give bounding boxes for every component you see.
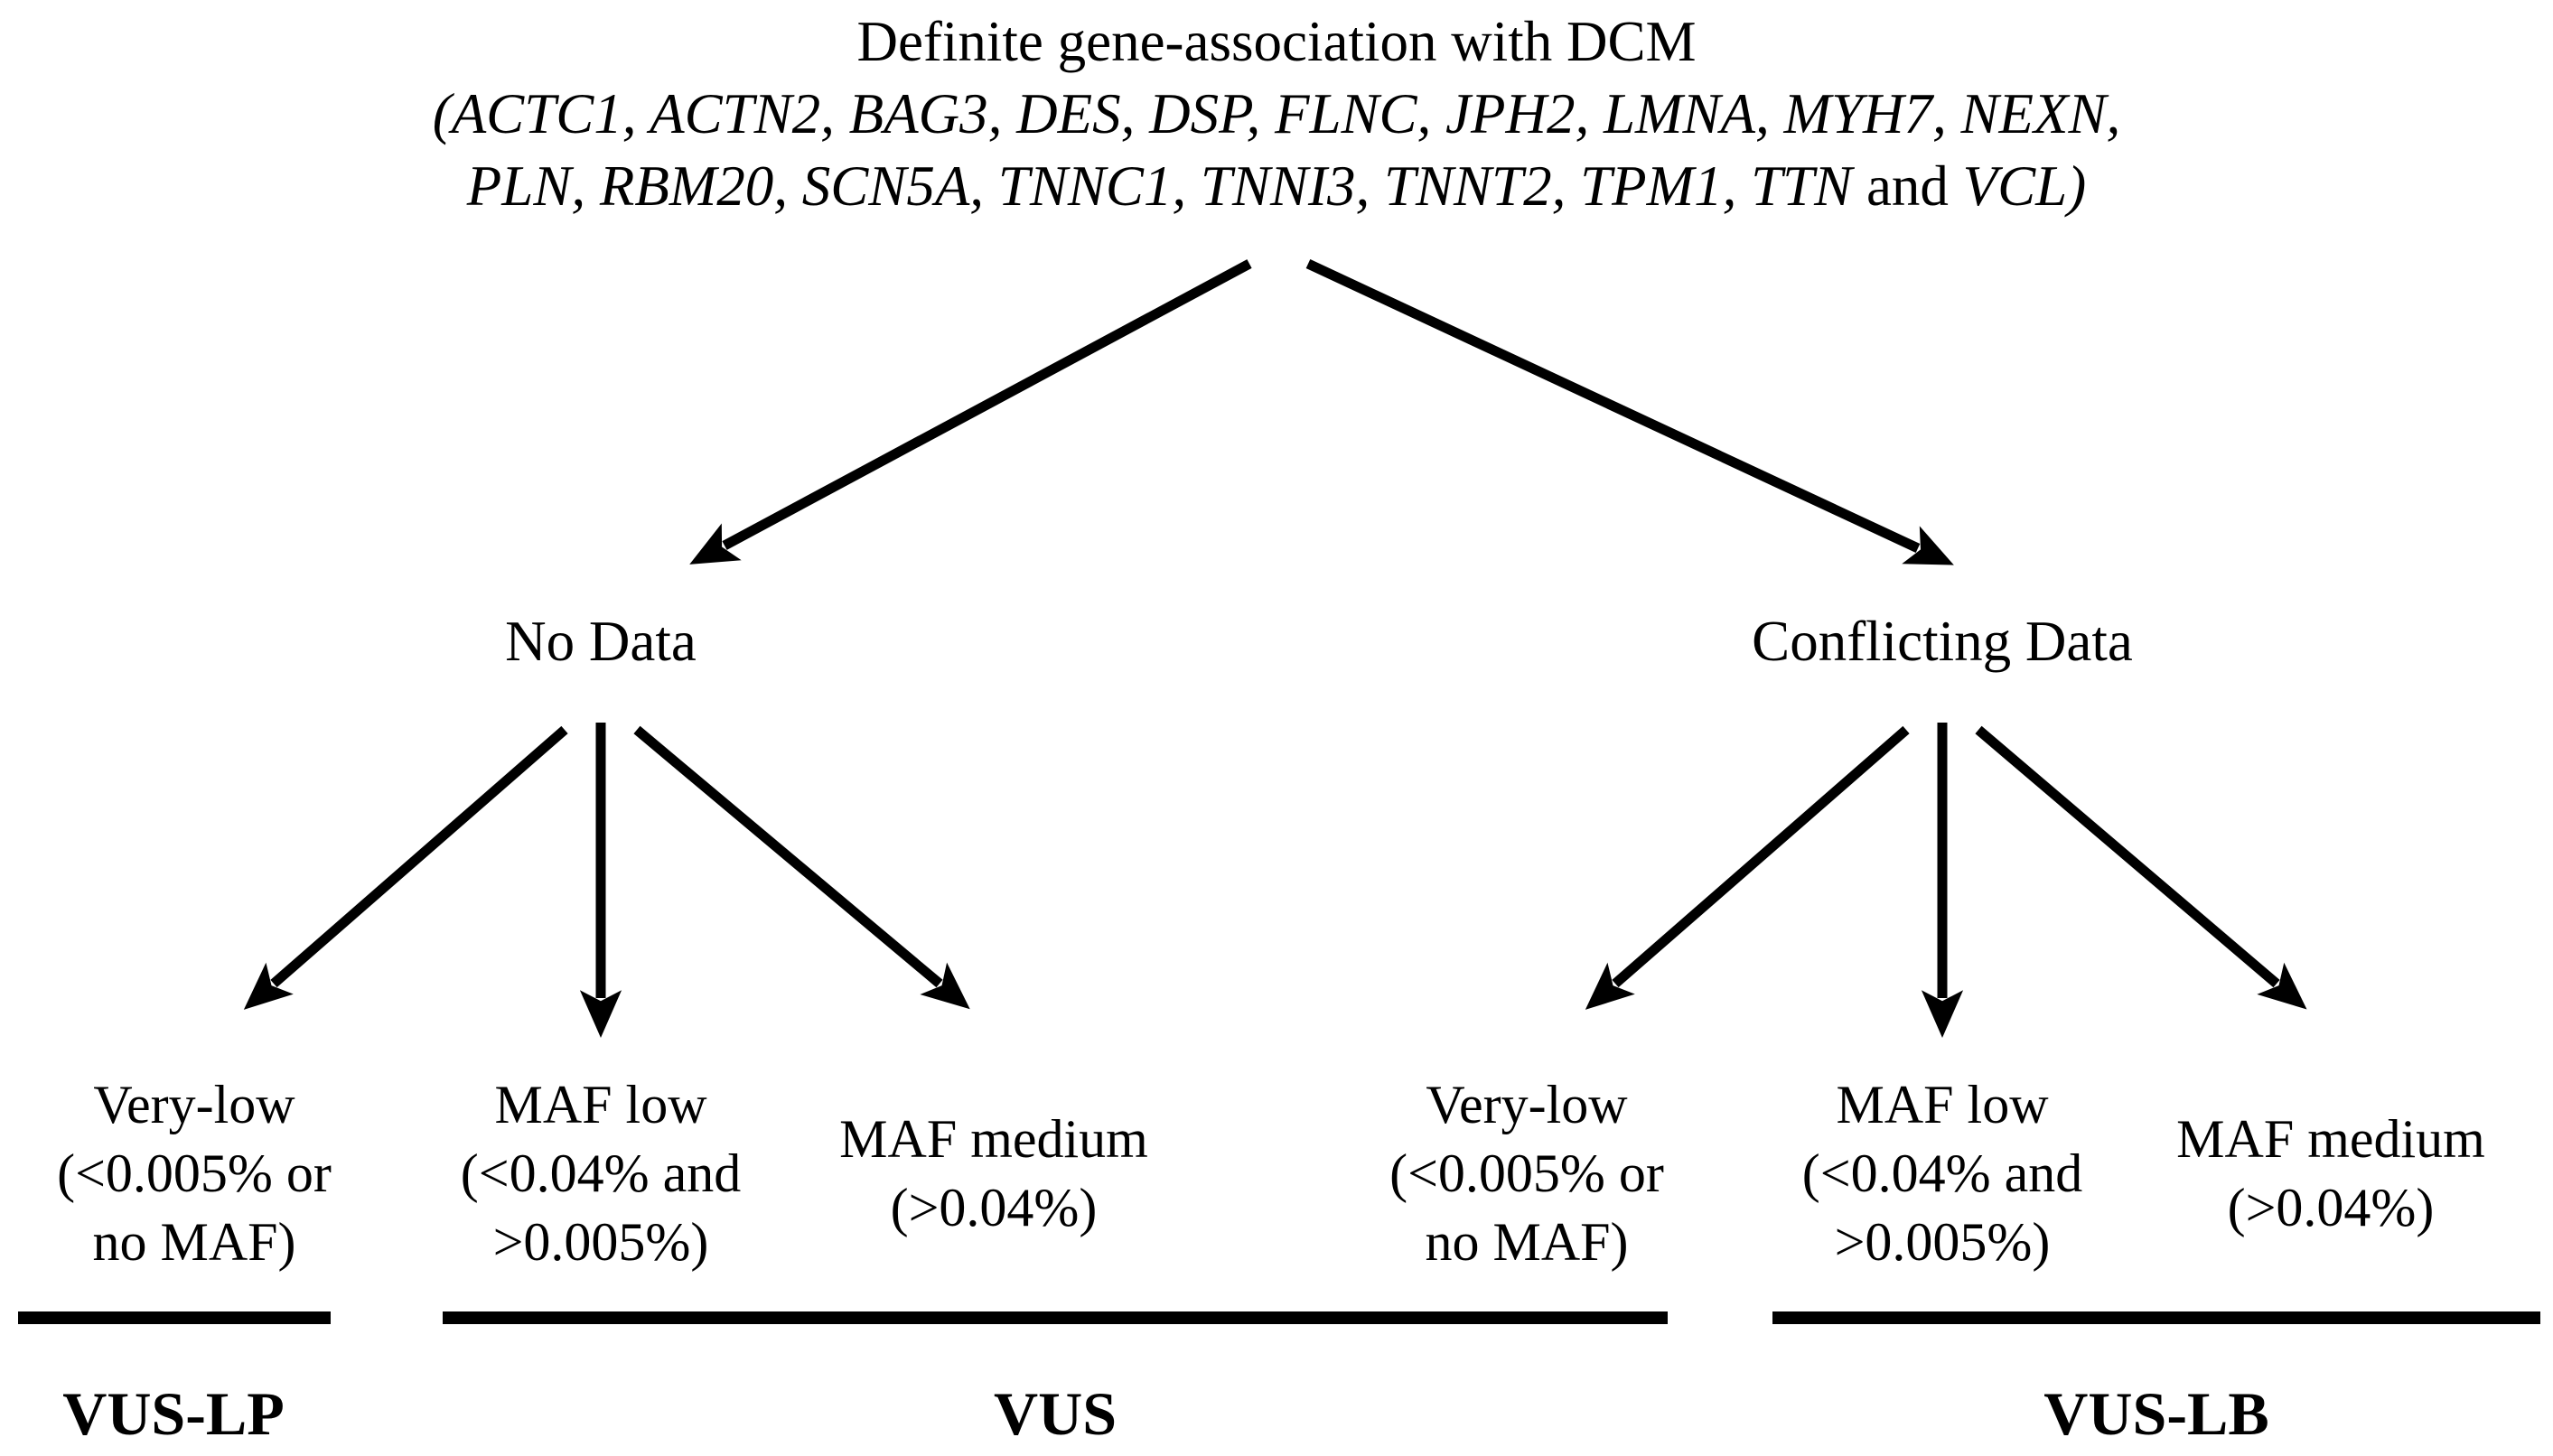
root-genes-line-2: PLN, RBM20, SCN5A, TNNC1, TNNI3, TNNT2, …	[0, 150, 2553, 222]
leaf-line: (>0.04%)	[890, 1178, 1098, 1237]
root-genes-line-2-genes: PLN, RBM20, SCN5A, TNNC1, TNNI3, TNNT2, …	[466, 154, 1853, 218]
leaf-line: (<0.005% or	[57, 1143, 332, 1203]
label-vus: VUS	[993, 1379, 1118, 1448]
leaf-line: no MAF)	[92, 1212, 296, 1272]
arrow-no-data-to-very-low	[243, 725, 568, 1010]
label-vus-lp: VUS-LP	[62, 1379, 285, 1448]
leaf-line: MAF low	[1836, 1075, 2049, 1134]
leaf-line: no MAF)	[1425, 1212, 1629, 1272]
leaf-line: >0.005%)	[492, 1212, 709, 1272]
leaf-line: (>0.04%)	[2227, 1178, 2435, 1237]
arrow-conflicting-to-very-low	[1585, 725, 1910, 1010]
node-conflicting-data: Conflicting Data	[1752, 610, 2133, 673]
leaf-conflicting-maf-medium: MAF medium (>0.04%)	[2176, 1105, 2485, 1242]
leaf-line: >0.005%)	[1834, 1212, 2051, 1272]
leaf-line: MAF medium	[2176, 1109, 2485, 1169]
leaf-line: MAF medium	[839, 1109, 1148, 1169]
leaf-line: MAF low	[494, 1075, 707, 1134]
root-genes-conjunction: and	[1852, 154, 1963, 218]
root-genes-last-gene: VCL)	[1962, 154, 2087, 218]
label-vus-lb: VUS-LB	[2043, 1379, 2269, 1448]
arrow-no-data-to-maf-medium	[633, 725, 970, 1010]
leaf-line: Very-low	[93, 1075, 295, 1134]
node-no-data: No Data	[505, 610, 697, 673]
root-node: Definite gene-association with DCM (ACTC…	[0, 5, 2553, 222]
root-title: Definite gene-association with DCM	[856, 10, 1697, 73]
leaf-no-data-maf-medium: MAF medium (>0.04%)	[839, 1105, 1148, 1242]
arrow-root-to-no-data	[689, 259, 1252, 565]
leaf-line: (<0.04% and	[460, 1143, 742, 1203]
arrow-conflicting-to-maf-medium	[1975, 725, 2307, 1010]
leaf-no-data-very-low: Very-low (<0.005% or no MAF)	[57, 1070, 332, 1276]
leaf-line: (<0.04% and	[1801, 1143, 2083, 1203]
leaf-conflicting-very-low: Very-low (<0.005% or no MAF)	[1389, 1070, 1664, 1276]
bracket-vus-lb	[1772, 1311, 2540, 1324]
bracket-vus-lp	[18, 1311, 331, 1324]
bracket-vus	[443, 1311, 1668, 1324]
root-genes-line-1: (ACTC1, ACTN2, BAG3, DES, DSP, FLNC, JPH…	[432, 82, 2121, 145]
leaf-line: (<0.005% or	[1389, 1143, 1664, 1203]
arrow-root-to-conflicting-data	[1305, 259, 1954, 565]
leaf-no-data-maf-low: MAF low (<0.04% and >0.005%)	[461, 1070, 741, 1276]
leaf-conflicting-maf-low: MAF low (<0.04% and >0.005%)	[1802, 1070, 2082, 1276]
leaf-line: Very-low	[1426, 1075, 1628, 1134]
